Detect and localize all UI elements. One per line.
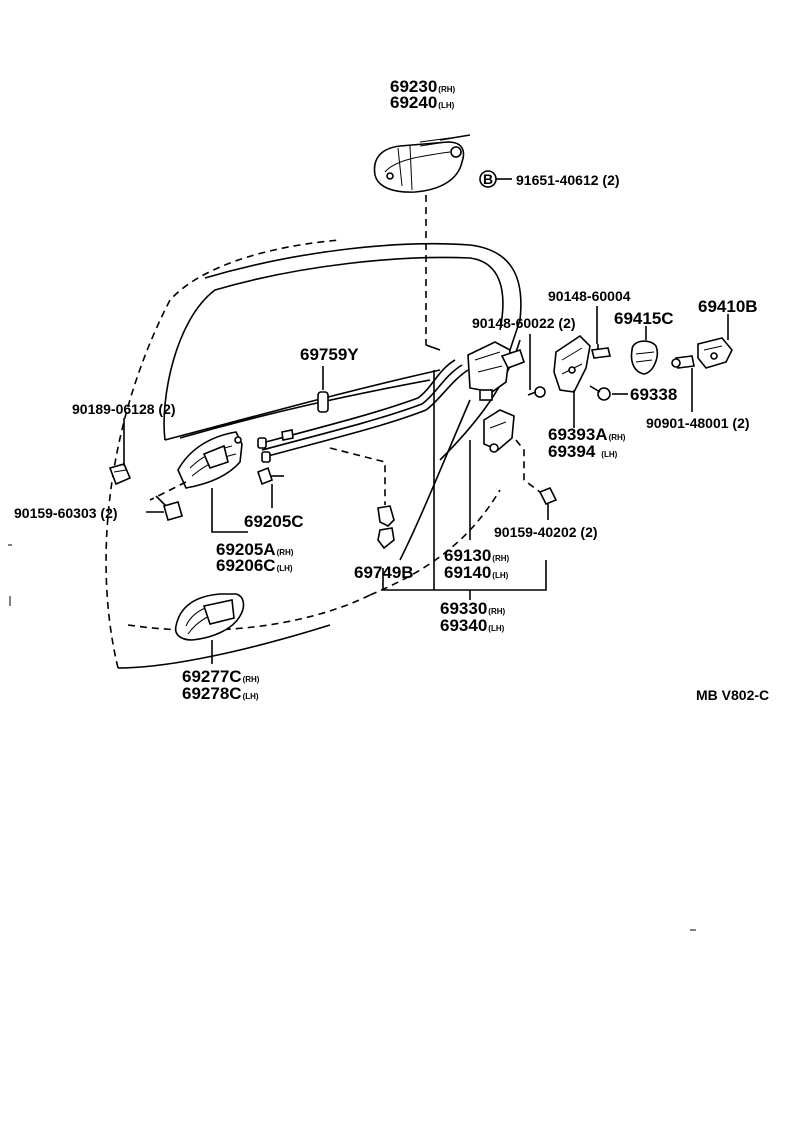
lock-bracket-part <box>483 409 515 453</box>
label-69278c: 69278C(LH) <box>182 684 259 703</box>
label-90189: 90189-06128 (2) <box>72 401 176 417</box>
label-69230: 69230(RH) <box>390 77 456 96</box>
clip-69205c <box>257 466 284 486</box>
label-69749b: 69749B <box>354 563 414 582</box>
label-69394: 69394(LH) <box>548 442 618 461</box>
label-69393a: 69393A(RH) <box>548 425 626 444</box>
label-69140: 69140(LH) <box>444 563 509 582</box>
screw-90159-60303 <box>155 495 183 521</box>
label-69206c: 69206C(LH) <box>216 556 293 575</box>
clip-69759y <box>317 391 329 413</box>
screw-90901-48001 <box>671 355 695 369</box>
mark-b: B <box>483 171 493 187</box>
label-69205a: 69205A(RH) <box>216 540 294 559</box>
washer-69338-pin <box>589 385 601 393</box>
label-69130: 69130(RH) <box>444 546 510 565</box>
label-91651: 91651-40612 (2) <box>516 172 620 188</box>
washer-69338 <box>597 387 611 401</box>
label-90148-60022: 90148-60022 (2) <box>472 315 576 331</box>
label-69330: 69330(RH) <box>440 599 506 618</box>
leader-69749b-dash <box>329 447 386 505</box>
label-69410b: 69410B <box>698 297 758 316</box>
handle-bezel-part <box>174 593 245 641</box>
leader-outside-handle-end <box>425 344 441 351</box>
label-90901: 90901-48001 (2) <box>646 415 750 431</box>
leader-90159-40202-dash <box>515 439 541 493</box>
lock-cables-part <box>257 359 469 463</box>
clip-90189 <box>108 463 132 486</box>
inside-handle-part <box>177 431 243 489</box>
label-69277c: 69277C(RH) <box>182 667 260 686</box>
clip-69749b <box>377 505 395 550</box>
label-69759y: 69759Y <box>300 345 359 364</box>
label-69338: 69338 <box>630 385 677 404</box>
label-69415c: 69415C <box>614 309 674 328</box>
leader-69330-bracket <box>382 560 547 591</box>
label-69240: 69240(LH) <box>390 93 455 112</box>
label-69340: 69340(LH) <box>440 616 505 635</box>
door-outline <box>105 239 522 669</box>
leader-handle-screw-dash <box>149 481 187 501</box>
cover-69415c <box>630 340 659 375</box>
striker-part <box>553 334 591 393</box>
leader-69205a <box>211 488 248 533</box>
door-lock-part <box>467 341 546 401</box>
screw-90148-60004 <box>591 344 611 359</box>
part-69410b <box>697 337 733 369</box>
screw-90159-40202 <box>538 486 558 506</box>
label-90159-40202: 90159-40202 (2) <box>494 524 598 540</box>
label-90148-60004: 90148-60004 <box>548 288 631 304</box>
outside-handle-part <box>373 134 471 193</box>
diagram-code: MB V802-C <box>696 687 769 703</box>
label-90159-60303: 90159-60303 (2) <box>14 505 118 521</box>
label-69205c: 69205C <box>244 512 304 531</box>
